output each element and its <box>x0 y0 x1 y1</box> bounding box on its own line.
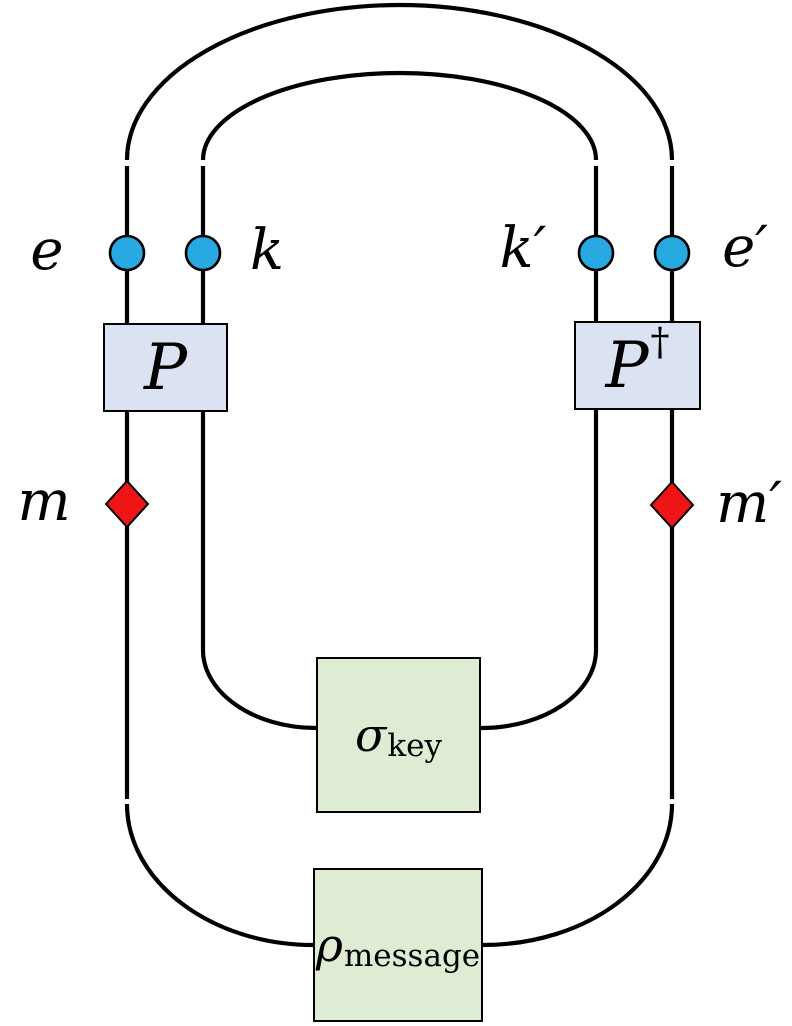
node-e-prime-circle <box>653 234 691 272</box>
outer-top-arc-wire <box>124 2 675 161</box>
gate-p-dagger-superscript: † <box>650 319 670 364</box>
wire-m-curve-to-rho <box>124 803 314 948</box>
label-k: k <box>250 218 284 283</box>
gate-p-box: P <box>103 323 228 412</box>
label-e-prime: e′ <box>722 215 768 280</box>
wire-k-prime-curve-to-sigma <box>480 410 599 731</box>
state-rho-subscript: message <box>343 937 481 974</box>
label-m: m <box>17 469 71 534</box>
state-sigma-symbol: σ <box>354 708 387 762</box>
gate-p-dagger-label: P <box>605 328 649 403</box>
node-m-prime-diamond <box>649 480 695 530</box>
label-e: e <box>30 218 64 283</box>
gate-p-dagger-box: P† <box>574 321 701 410</box>
message-nodes <box>104 479 695 530</box>
node-k-prime-circle <box>577 234 615 272</box>
node-m-diamond <box>104 479 150 529</box>
state-rho-symbol: ρ <box>315 918 343 972</box>
index-nodes <box>108 234 691 272</box>
inner-top-arc-wire <box>200 70 599 161</box>
gate-p-label: P <box>143 330 188 405</box>
node-k-circle <box>184 234 222 272</box>
node-e-circle <box>108 234 146 272</box>
label-m-prime: m′ <box>716 471 782 536</box>
label-k-prime: k′ <box>499 216 547 281</box>
wire-k-curve-to-sigma <box>200 412 317 731</box>
wire-m-prime-curve-to-rho <box>482 803 675 948</box>
state-sigma-subscript: key <box>387 727 443 764</box>
